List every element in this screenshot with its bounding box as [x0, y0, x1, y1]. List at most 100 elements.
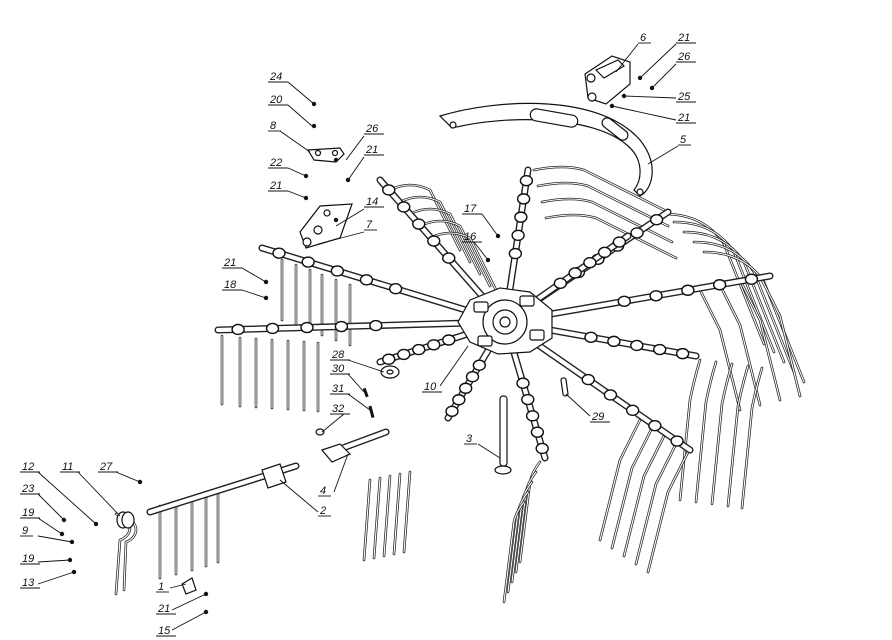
callout-15: 15: [156, 611, 207, 637]
callout-number: 21: [677, 112, 690, 124]
callout-leader-line: [241, 289, 267, 299]
tine-highlight: [403, 471, 411, 553]
tine-highlight: [711, 363, 733, 505]
callout-8: 8: [268, 120, 311, 153]
callout-leader-line: [473, 241, 489, 261]
callout-31: 31: [330, 383, 371, 411]
callout-number: 21: [223, 257, 236, 269]
tine-group-lower-left: [362, 470, 412, 562]
callout-13: 13: [20, 571, 75, 589]
tine-highlight: [383, 475, 391, 557]
arm-clamp: [427, 339, 441, 351]
arm-clamp: [530, 426, 545, 438]
callout-number: 20: [269, 94, 283, 106]
callout-18: 18: [222, 279, 267, 299]
callout-leader-line: [115, 471, 141, 483]
arm-clamp: [514, 211, 528, 223]
arm-clamp: [508, 247, 523, 260]
rotor-hub: [457, 287, 553, 355]
callout-25: 25: [623, 91, 696, 103]
callout-leader-line: [615, 43, 639, 73]
arm-clamp: [359, 274, 374, 286]
small-hardware-30-31-32: [315, 387, 375, 436]
tine-groups: [158, 165, 806, 604]
arm-clamp: [516, 193, 531, 205]
callout-number: 21: [157, 603, 170, 615]
tine-group-lower: [502, 460, 542, 604]
arm-clamp: [369, 319, 383, 332]
callout-number: 4: [320, 485, 326, 497]
callout-leader-line: [287, 104, 313, 127]
arm-clamp: [670, 435, 684, 447]
arm-clamp: [519, 174, 534, 187]
callout-32: 32: [321, 403, 350, 433]
callout-21: 21: [156, 593, 207, 615]
arm-clamp: [231, 323, 245, 336]
callout-number: 9: [22, 525, 28, 537]
tine-highlight: [541, 198, 673, 243]
callout-number: 17: [464, 203, 477, 215]
callout-22: 22: [268, 157, 307, 177]
tine-highlight: [647, 451, 689, 573]
callout-number: 1: [158, 581, 164, 593]
arm-clamp: [272, 247, 286, 259]
callout-26: 26: [345, 123, 384, 161]
arm-clamp: [612, 236, 627, 248]
tine-highlight: [611, 427, 653, 549]
callout-leader-line: [647, 145, 679, 165]
spindle-part-3: [494, 395, 512, 475]
callout-leader-line: [287, 81, 315, 105]
callout-leader-line: [347, 393, 371, 411]
callout-number: 26: [365, 123, 379, 135]
tine: [388, 183, 462, 252]
callout-6: 6: [615, 32, 651, 73]
callout-leader-line: [77, 471, 121, 517]
callout-leader-line: [37, 559, 71, 563]
tine-group-right: [698, 274, 802, 412]
callout-leader-line: [169, 583, 187, 589]
callout-number: 22: [269, 157, 282, 169]
callout-number: 7: [366, 219, 373, 231]
arm-clamp: [630, 339, 644, 352]
callout-9: 9: [20, 525, 73, 543]
callout-leader-line: [37, 535, 73, 543]
arm-clamp: [427, 235, 441, 247]
arm-clamp: [525, 410, 540, 422]
bracket-part-8: [306, 147, 345, 163]
arm-clamp: [382, 184, 396, 196]
arm-clamp: [681, 284, 695, 296]
callout-leader-line: [321, 413, 345, 433]
arm-clamp: [521, 393, 535, 406]
callout-leader-line: [477, 443, 501, 459]
loose-tine-part-11: [114, 511, 138, 596]
tine-group-left: [220, 334, 320, 413]
arm-clamp: [675, 347, 690, 360]
callout-number: 29: [591, 411, 604, 423]
tine-highlight: [663, 213, 765, 345]
tine: [634, 442, 678, 566]
loose-arm-part-2: [146, 462, 300, 516]
arm-clamp: [653, 343, 667, 356]
callout-5: 5: [647, 134, 691, 165]
callout-14: 14: [335, 196, 384, 227]
callout-leader-line: [287, 190, 307, 199]
callout-17: 17: [462, 203, 499, 237]
tine-highlight: [537, 182, 669, 227]
callout-leader-line: [241, 267, 267, 283]
arm-clamp: [630, 227, 644, 239]
callout-leader-line: [439, 345, 469, 387]
callout-number: 11: [62, 461, 73, 473]
callout-number: 13: [22, 577, 35, 589]
callout-leader-line: [347, 373, 365, 393]
tine-highlight: [727, 365, 749, 507]
callout-leader-line: [347, 359, 385, 373]
fastener: [311, 123, 317, 129]
callout-leader-line: [623, 95, 677, 99]
callout-20: 20: [268, 94, 313, 127]
callout-number: 12: [22, 461, 34, 473]
tine-highlight: [409, 208, 481, 275]
callout-leader-line: [171, 611, 207, 631]
callout-leader-line: [611, 105, 677, 121]
washer-part-28: [380, 365, 400, 379]
arm-clamp: [744, 273, 759, 285]
